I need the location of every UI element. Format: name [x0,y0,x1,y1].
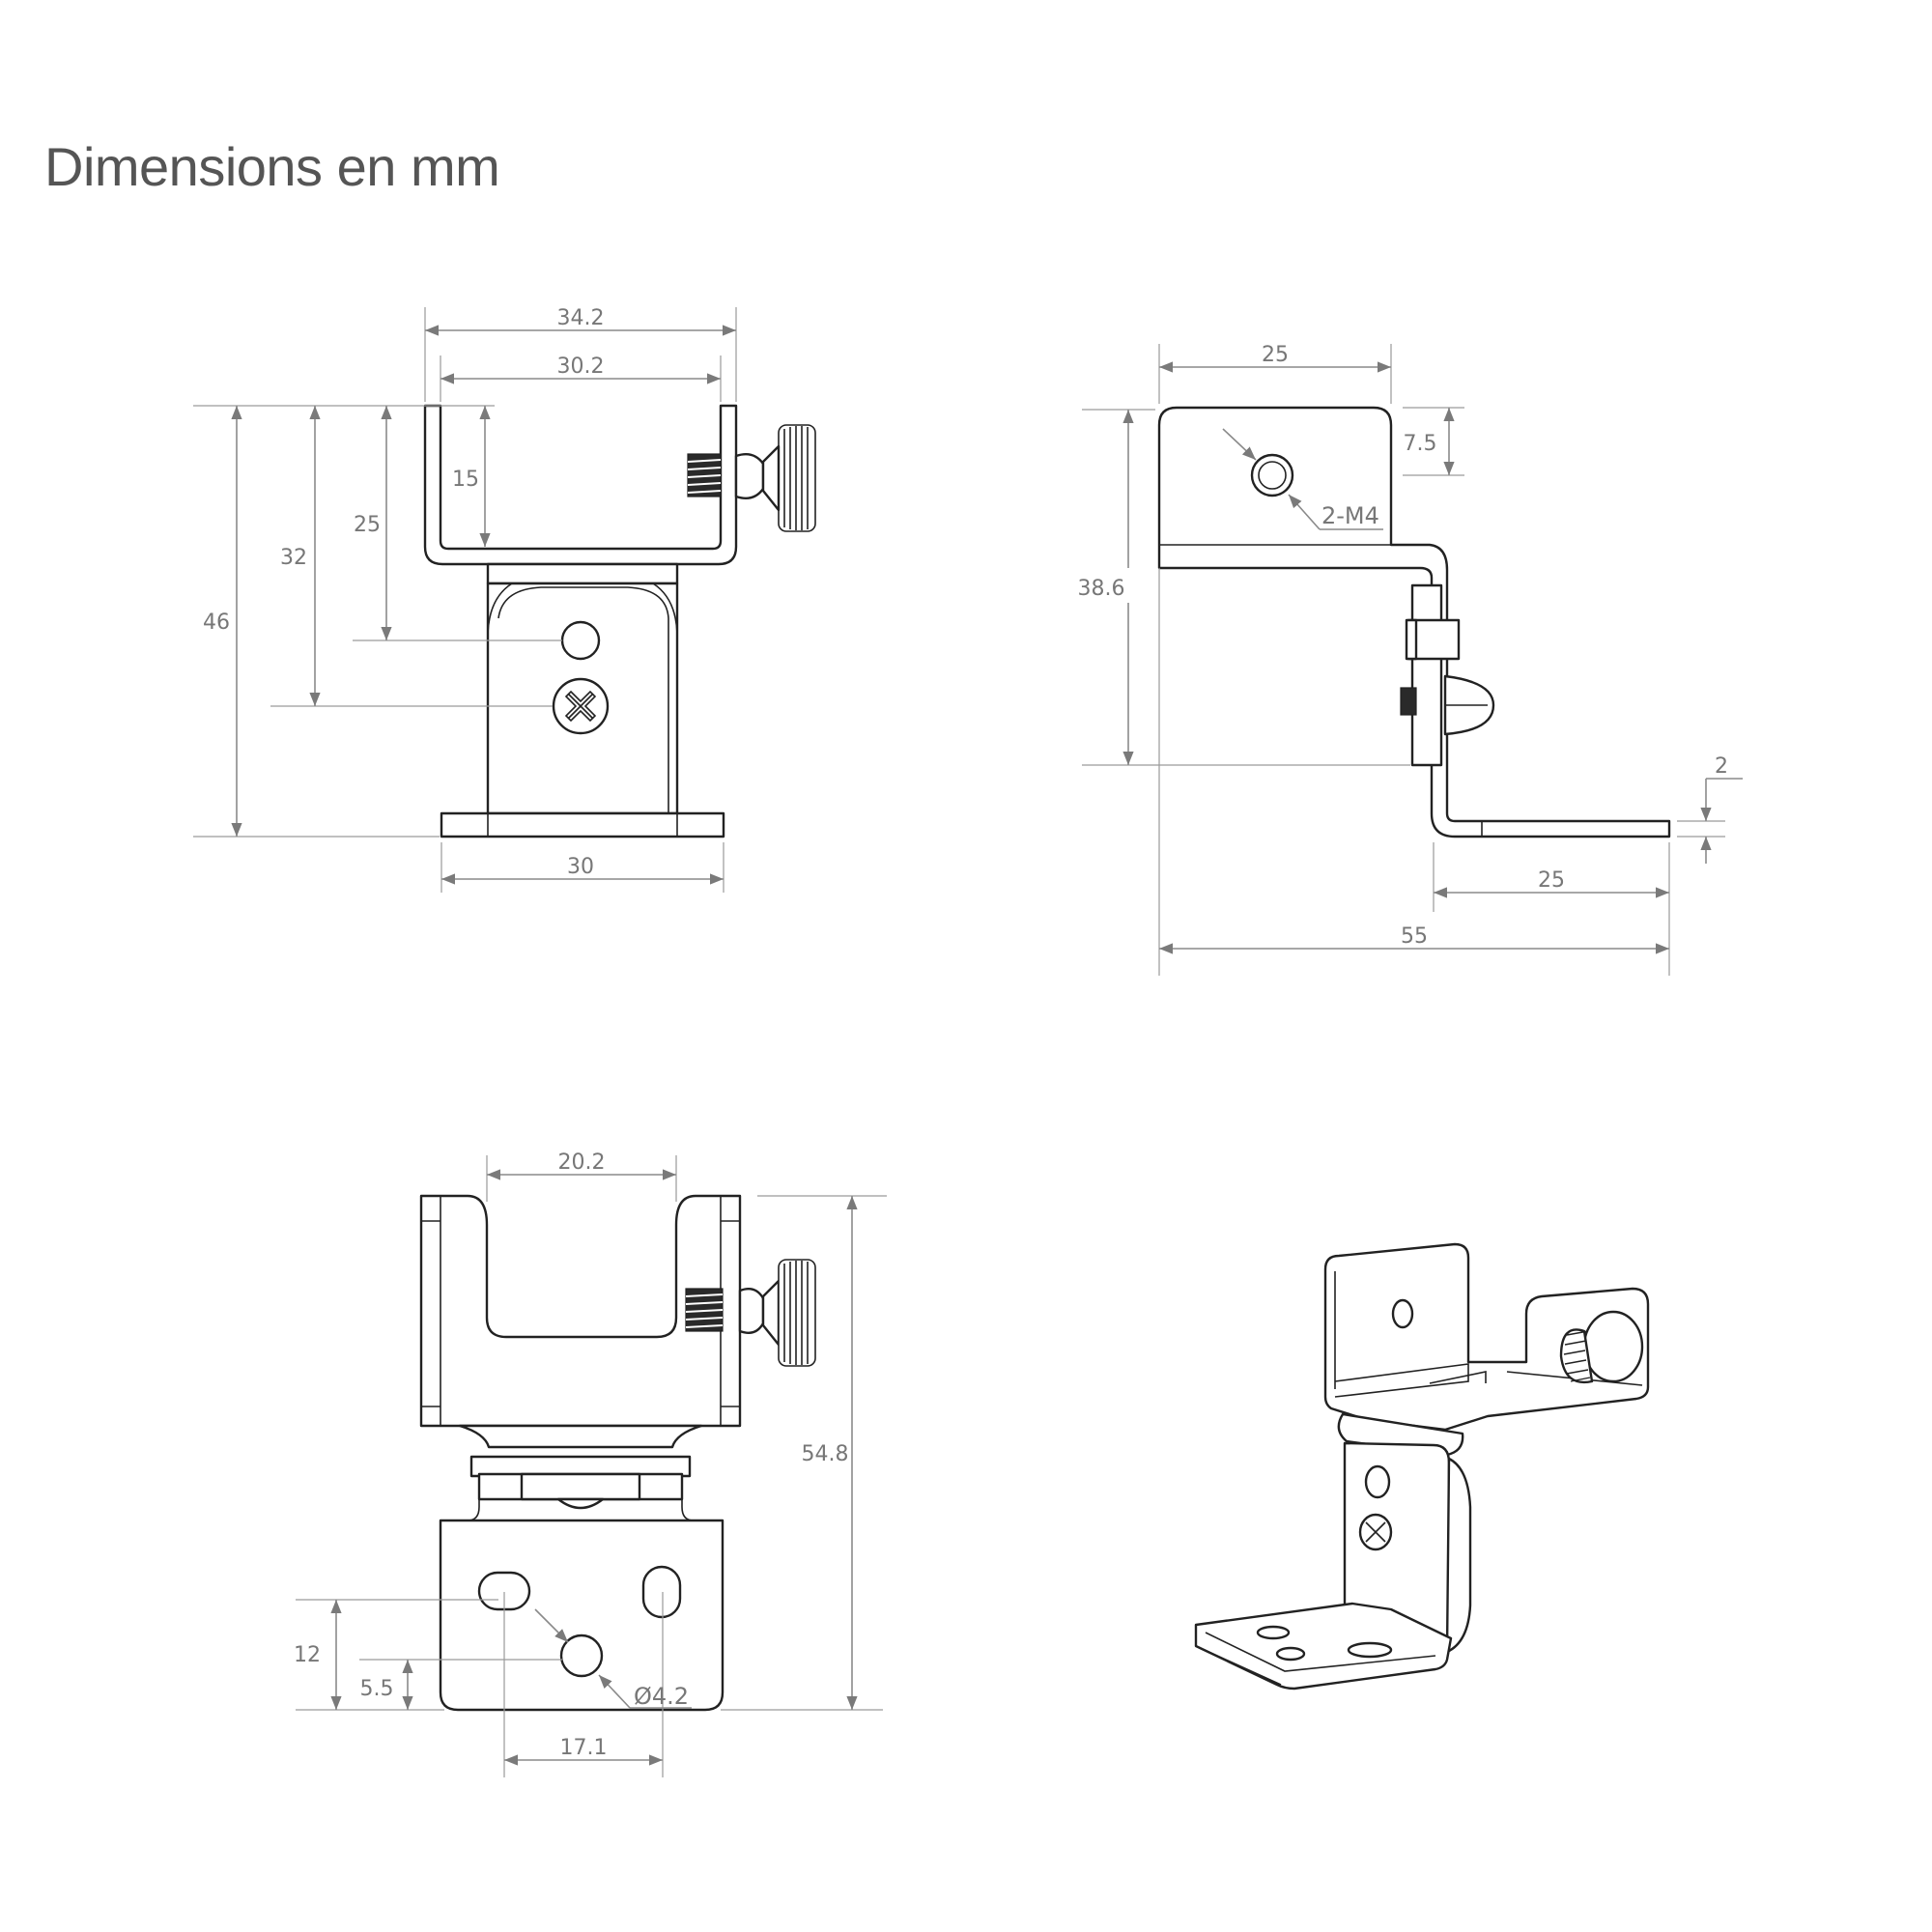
thumbscrew-icon [685,1259,816,1367]
thread-note: 2-M4 [1321,502,1379,529]
front-view: 34.2 30.2 30 46 32 25 [193,306,816,893]
side-view: 25 7.5 2-M4 38.6 2 [1078,343,1743,976]
top-bracket [419,1194,816,1712]
dim-hole-offset: 7.5 [1404,432,1437,456]
isometric-view [1194,1242,1650,1690]
dim-hole-height-upper: 12 [294,1643,321,1667]
dim-foot-length: 25 [1538,868,1565,893]
dim-height: 38.6 [1078,577,1125,601]
dim-top-width: 25 [1262,343,1289,367]
thumbscrew-icon [687,424,816,532]
center-hole [559,1634,604,1678]
side-dimensions: 25 7.5 2-M4 38.6 2 [1078,343,1743,976]
side-bracket [1157,406,1671,838]
top-view: 20.2 54.8 17.1 12 5.5 Ø4.2 [294,1151,887,1777]
phillips-screw-icon [552,677,610,735]
dim-hole-height-lower: 5.5 [360,1677,394,1701]
dim-overall-height: 46 [203,611,230,635]
front-dimensions: 34.2 30.2 30 46 32 25 [193,306,737,893]
thumbscrew-icon [1559,1310,1644,1384]
dim-base-width: 30 [567,855,594,879]
dim-overall-length: 55 [1401,924,1428,949]
top-dimensions: 20.2 54.8 17.1 12 5.5 Ø4.2 [294,1151,887,1777]
dim-hole-height: 25 [354,513,381,537]
hole-diameter-note: Ø4.2 [634,1683,689,1710]
slot-right [641,1565,682,1619]
dim-top-overall-height: 54.8 [802,1442,849,1466]
phillips-screw-icon [1358,1513,1393,1551]
page-title: Dimensions en mm [44,136,500,197]
dim-screw-height: 32 [280,546,307,570]
mounting-hole [560,620,601,661]
dim-slot-spacing: 17.1 [560,1736,608,1760]
dim-thickness: 2 [1715,754,1728,779]
dim-slot-width: 20.2 [558,1151,606,1175]
front-bracket [423,404,816,838]
dim-overall-width: 34.2 [557,306,605,330]
dim-inner-width: 30.2 [557,355,605,379]
dim-slot-depth: 15 [452,468,479,492]
